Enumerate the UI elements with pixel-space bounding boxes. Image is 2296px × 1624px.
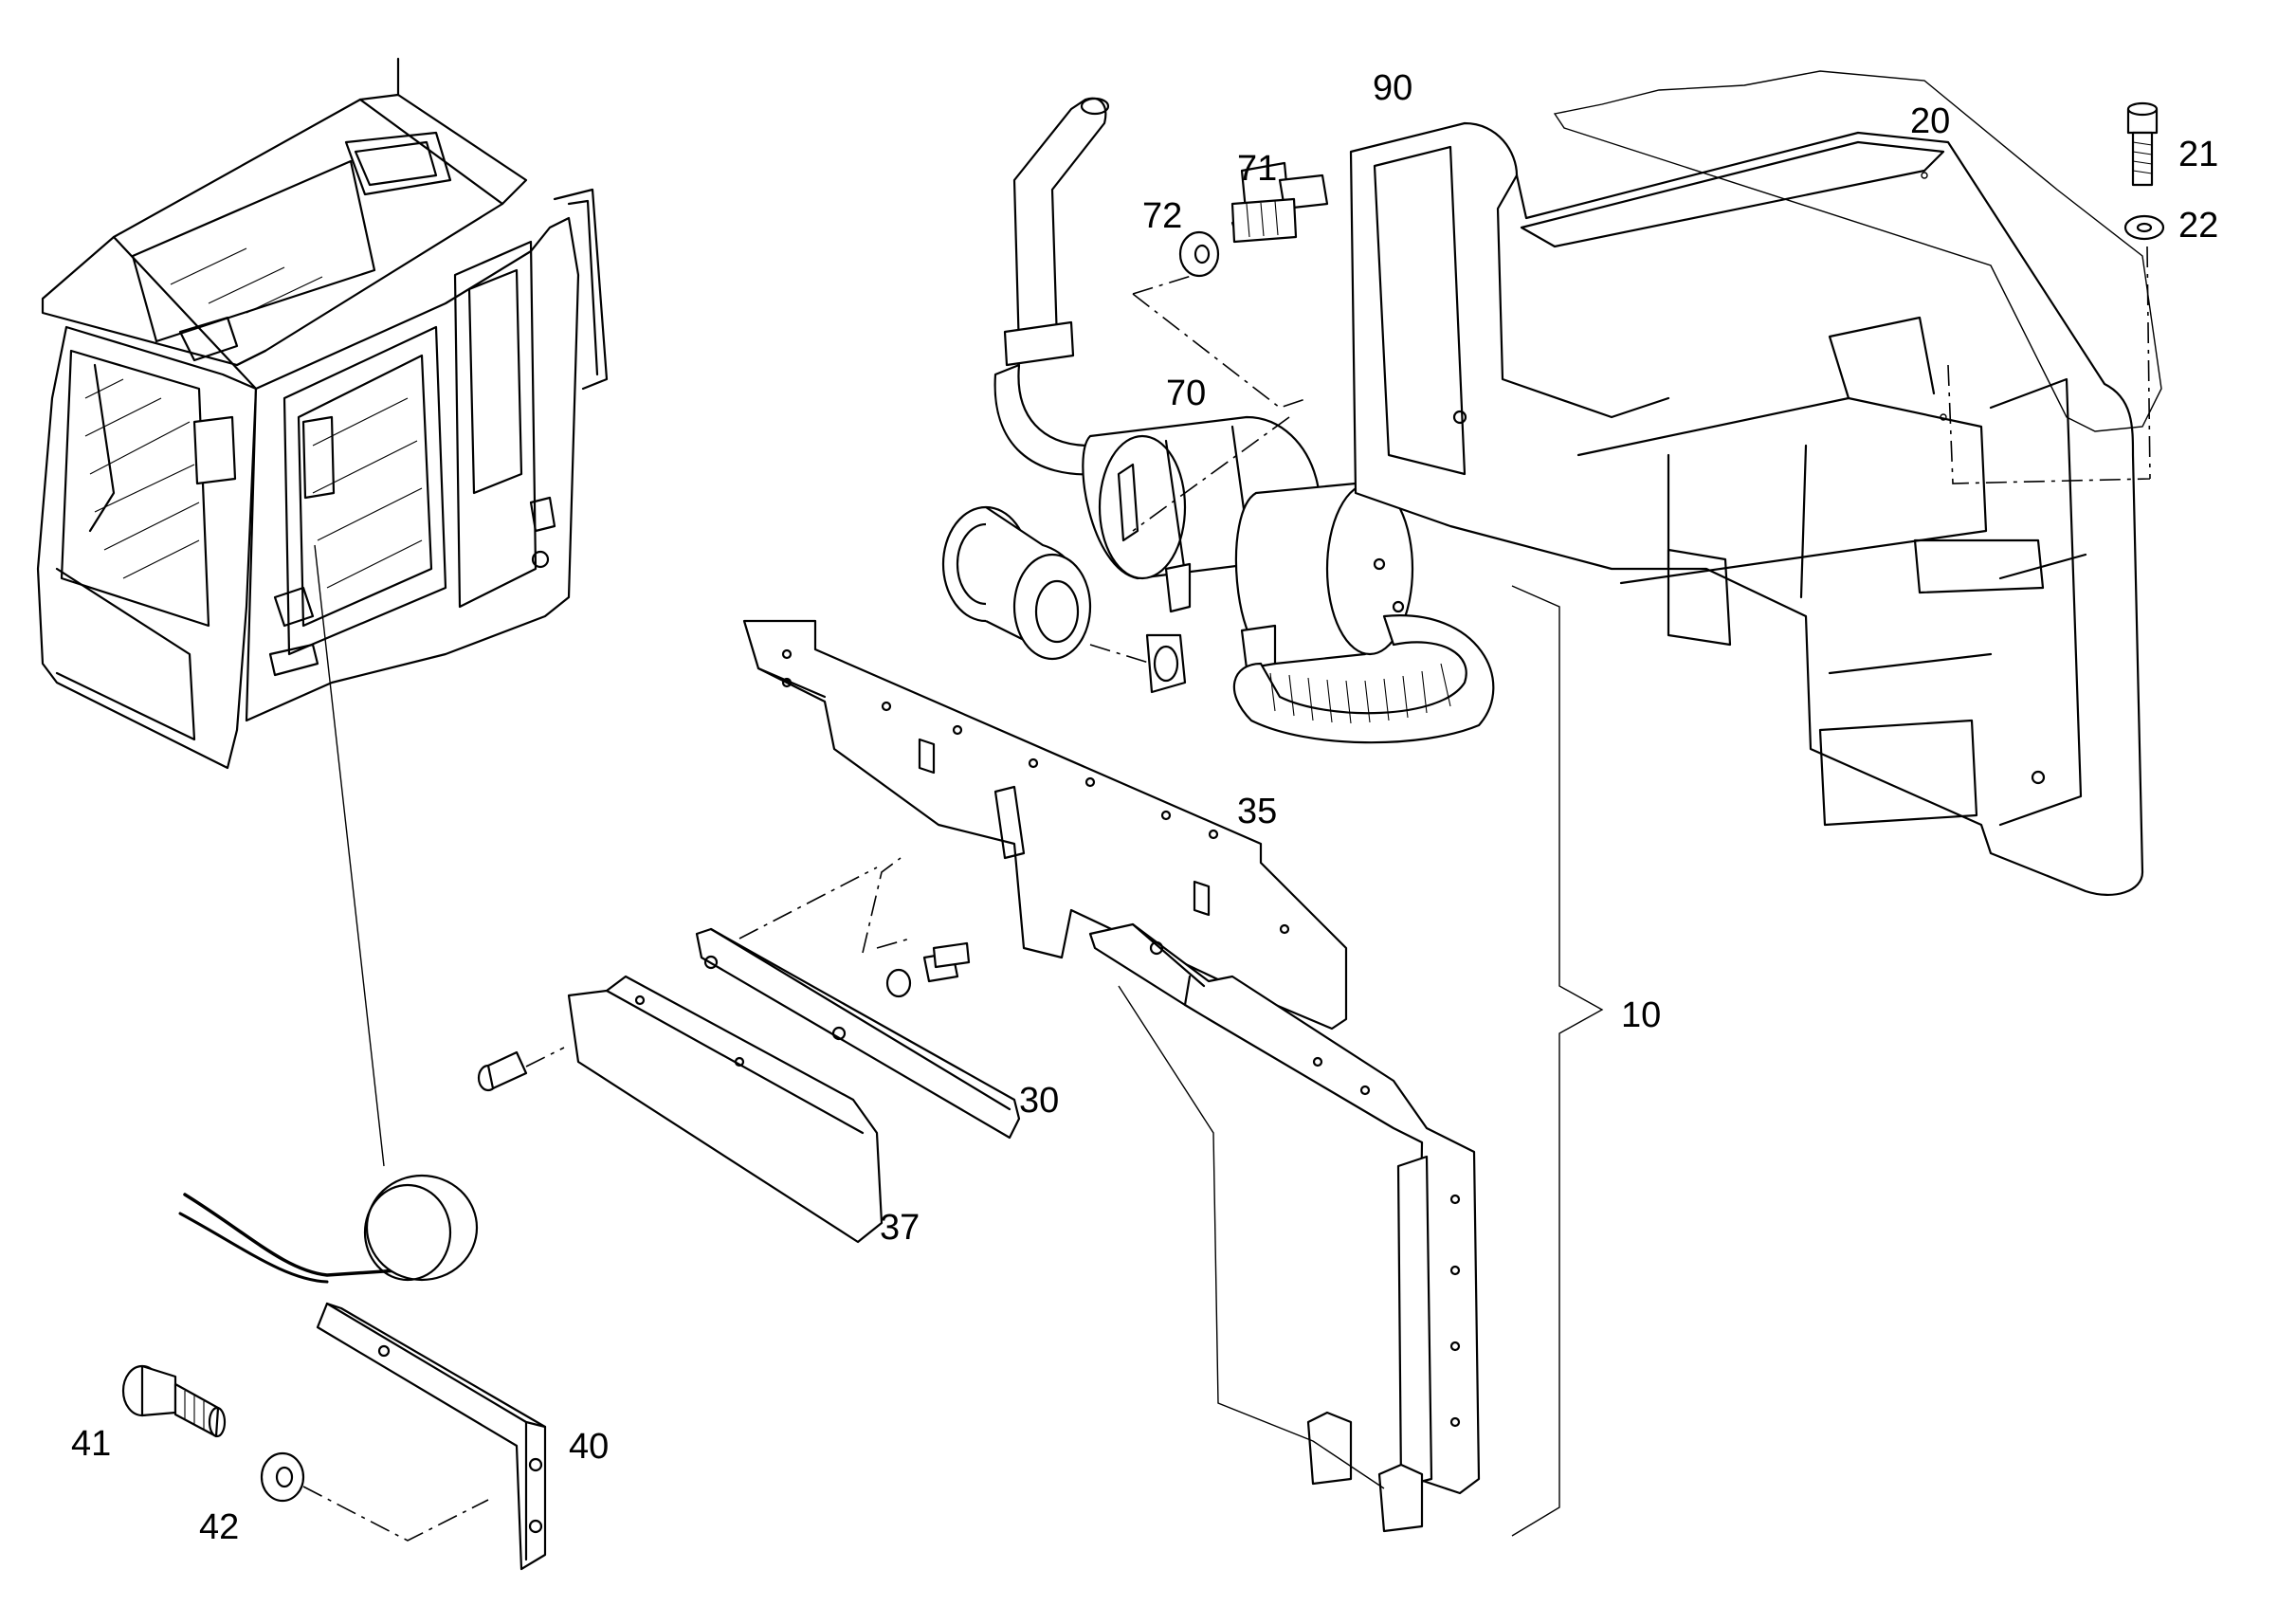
- bolt-35-small: [885, 941, 971, 998]
- label-22: 22: [2178, 206, 2218, 246]
- bracket-30: [695, 927, 1021, 1140]
- bolt-37-small: [477, 1050, 528, 1092]
- dash-20-21: [1947, 246, 2151, 484]
- washer-42: [260, 1451, 305, 1503]
- label-72: 72: [1142, 196, 1182, 236]
- washer-72: [1178, 230, 1220, 278]
- dash-42-40: [302, 1486, 489, 1542]
- label-40: 40: [569, 1427, 609, 1467]
- dome-light: [178, 1174, 479, 1284]
- label-42: 42: [199, 1507, 239, 1547]
- label-10: 10: [1621, 995, 1661, 1035]
- side-panel: [1088, 922, 1481, 1533]
- label-70: 70: [1166, 374, 1206, 413]
- side-panel-leader: [1118, 985, 1385, 1489]
- dash-71-72: [1132, 274, 1309, 409]
- cover-plate-20: [1553, 70, 2162, 432]
- dash-35-30: [738, 867, 878, 940]
- bolt-41: [121, 1364, 227, 1438]
- dash-filter: [1089, 644, 1153, 665]
- cab-leader-line: [314, 544, 385, 1167]
- exhaust-filter-assembly: [941, 97, 1495, 744]
- washer-22: [2123, 214, 2165, 241]
- cover-37: [567, 975, 884, 1244]
- bolt-71: [1230, 161, 1329, 244]
- housing-90: [1349, 121, 2144, 896]
- label-37: 37: [880, 1208, 920, 1248]
- label-41: 41: [71, 1424, 111, 1464]
- label-35: 35: [1237, 792, 1277, 831]
- screw-21: [2126, 101, 2159, 187]
- label-71: 71: [1237, 149, 1277, 189]
- bracket-40: [316, 1302, 547, 1571]
- dash-35-bolt: [862, 857, 911, 954]
- label-20: 20: [1910, 101, 1950, 141]
- label-90: 90: [1373, 68, 1412, 108]
- dash-70: [1132, 416, 1290, 532]
- dash-37-bolt: [525, 1047, 565, 1067]
- operator-cab: [36, 57, 609, 770]
- label-21: 21: [2178, 135, 2218, 174]
- label-30: 30: [1019, 1081, 1059, 1121]
- group-bracket-10: [1511, 585, 1604, 1537]
